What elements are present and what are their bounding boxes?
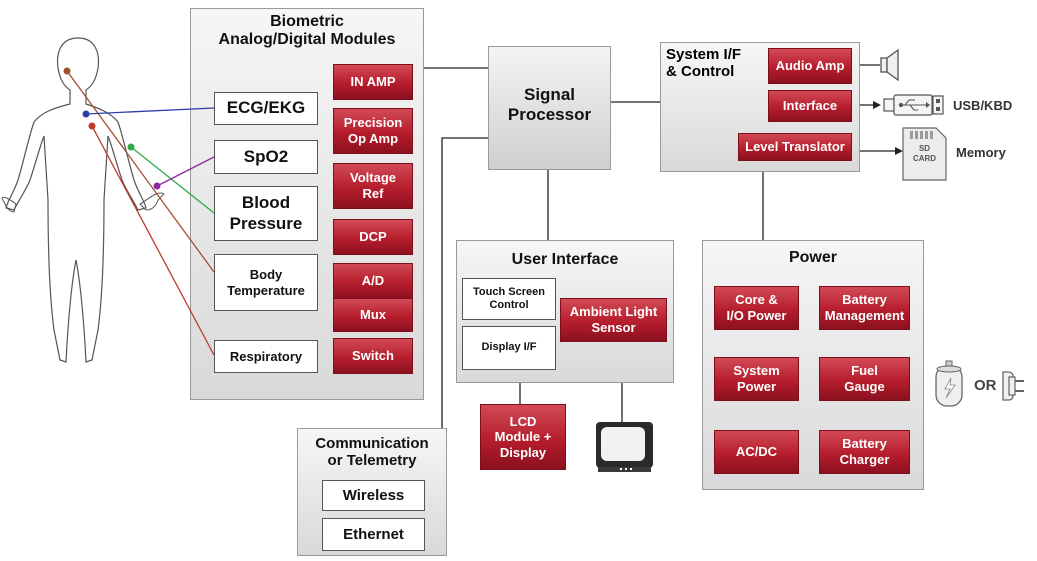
comm-ethernet: Ethernet — [322, 518, 425, 551]
sd-card-text: SD CARD — [912, 144, 937, 163]
sensor-blood-pressure: Blood Pressure — [214, 186, 318, 241]
processor-to-comm-line — [441, 137, 488, 428]
temperature-lead — [66, 70, 215, 273]
module-core-io-power: Core & I/O Power — [714, 286, 799, 330]
module-dcp: DCP — [333, 219, 413, 255]
display-if: Display I/F — [462, 326, 556, 370]
biometric-title: Biometric Analog/Digital Modules — [218, 13, 396, 49]
power-title: Power — [788, 249, 837, 266]
module-ambient-light-sensor: Ambient Light Sensor — [560, 298, 667, 342]
temperature-probe-dot — [63, 67, 71, 75]
touch-screen-control: Touch Screen Control — [462, 278, 556, 320]
module-switch: Switch — [333, 338, 413, 374]
module-in-amp: IN AMP — [333, 64, 413, 100]
spo2-lead — [156, 156, 215, 187]
usb-kbd-label: USB/KBD — [953, 98, 1013, 113]
sensor-respiratory: Respiratory — [214, 340, 318, 373]
module-battery-management: Battery Management — [819, 286, 910, 330]
module-voltage-ref: Voltage Ref — [333, 163, 413, 209]
respiratory-lead — [91, 125, 215, 356]
signal-processor-panel: Signal Processor — [488, 46, 611, 170]
or-label: OR — [974, 377, 997, 394]
module-precision-op-amp: Precision Op Amp — [333, 108, 413, 154]
module-ac-dc: AC/DC — [714, 430, 799, 474]
module-level-translator: Level Translator — [738, 133, 852, 161]
sensor-body-temperature: Body Temperature — [214, 254, 318, 311]
module-battery-charger: Battery Charger — [819, 430, 910, 474]
memory-arrowhead — [895, 147, 903, 155]
usb-arrowhead — [873, 101, 881, 109]
ecg-lead — [85, 107, 215, 115]
module-system-power: System Power — [714, 357, 799, 401]
sensor-ecg-ekg: ECG/EKG — [214, 92, 318, 125]
system-if-title: System I/F & Control — [666, 46, 742, 81]
blood-pressure-lead — [130, 146, 215, 214]
blood-pressure-cuff-dot — [127, 143, 135, 151]
module-interface: Interface — [768, 90, 852, 122]
communication-title: Communication or Telemetry — [315, 435, 429, 470]
module-audio-amp: Audio Amp — [768, 48, 852, 84]
ecg-electrode-dot — [82, 110, 90, 118]
module-mux: Mux — [333, 298, 413, 332]
module-a-d: A/D — [333, 263, 413, 299]
user-interface-title: User Interface — [511, 251, 619, 268]
memory-label: Memory — [956, 145, 1006, 160]
module-fuel-gauge: Fuel Gauge — [819, 357, 910, 401]
respiratory-sensor-dot — [88, 122, 96, 130]
spo2-clip-dot — [153, 182, 161, 190]
signal-processor-title: Signal Processor — [507, 85, 592, 124]
comm-wireless: Wireless — [322, 480, 425, 511]
module-lcd-display: LCD Module + Display — [480, 404, 566, 470]
sensor-spo2: SpO2 — [214, 140, 318, 174]
